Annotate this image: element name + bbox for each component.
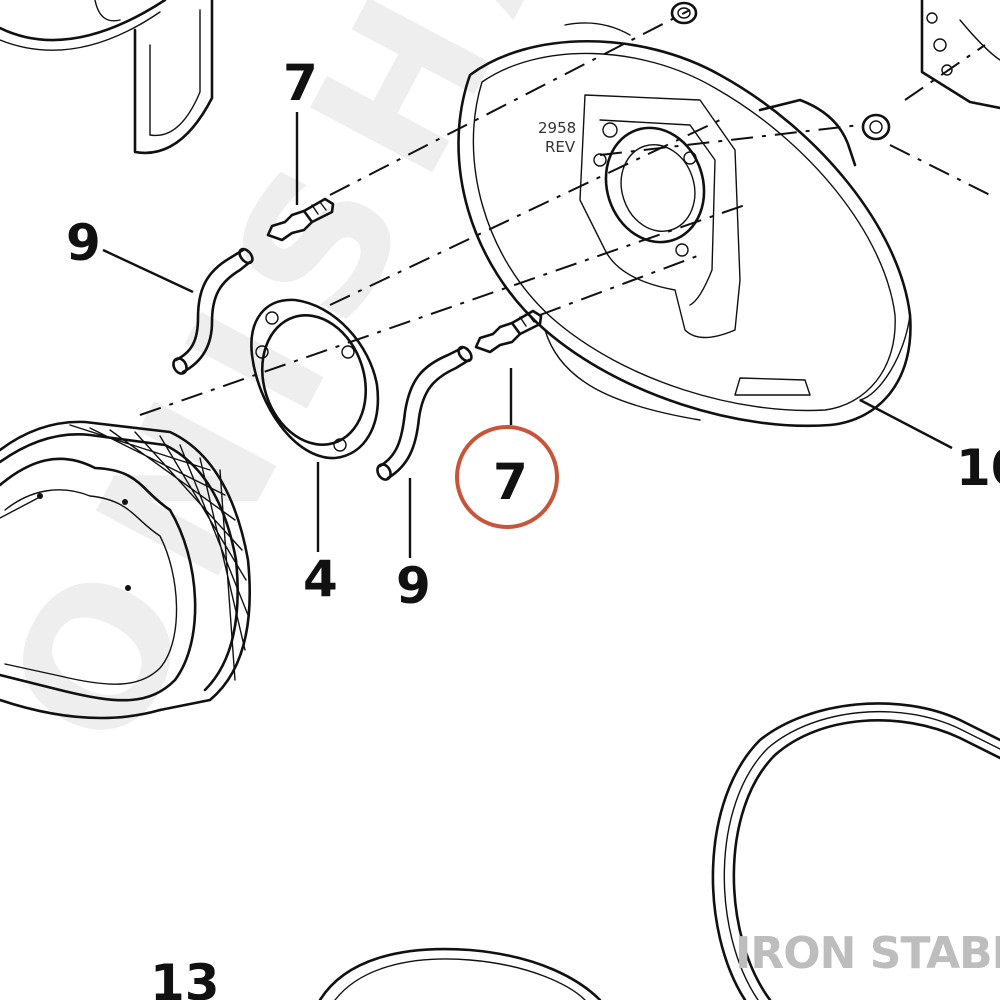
callout-7-top: 7 [283, 54, 318, 112]
breather-bolt-upper [266, 197, 335, 242]
lower-cover-part [318, 947, 602, 1000]
watermark: ONISHA [0, 0, 636, 781]
leader-lines [102, 112, 953, 558]
watermark-text: ONISHA [0, 0, 636, 781]
brand-logo: IRON STABLE [735, 928, 1000, 979]
callout-13: 13 [150, 954, 220, 1000]
upper-right-plate-part [920, 0, 1000, 110]
gasket-part-4 [250, 298, 380, 460]
breather-hose-middle [376, 345, 473, 481]
o-ring-washers [670, 1, 891, 141]
part-marking-line1: 2958 [538, 119, 576, 137]
callout-4: 4 [303, 550, 338, 608]
callout-10: 10 [956, 439, 1000, 497]
highlight-circle [455, 425, 559, 529]
backplate-part-10: 2958 REV [457, 22, 912, 428]
air-filter-element [0, 420, 252, 720]
part-marking-line2: REV [545, 138, 576, 156]
callout-9-left: 9 [66, 214, 101, 272]
callout-7-circled: 7 [493, 453, 528, 511]
callout-9-middle: 9 [396, 557, 431, 615]
upper-left-housing-part [0, 0, 214, 155]
breather-hose-left [172, 247, 254, 375]
air-cleaner-cover-ring [711, 702, 1000, 1000]
breather-bolt-lower [474, 309, 543, 354]
